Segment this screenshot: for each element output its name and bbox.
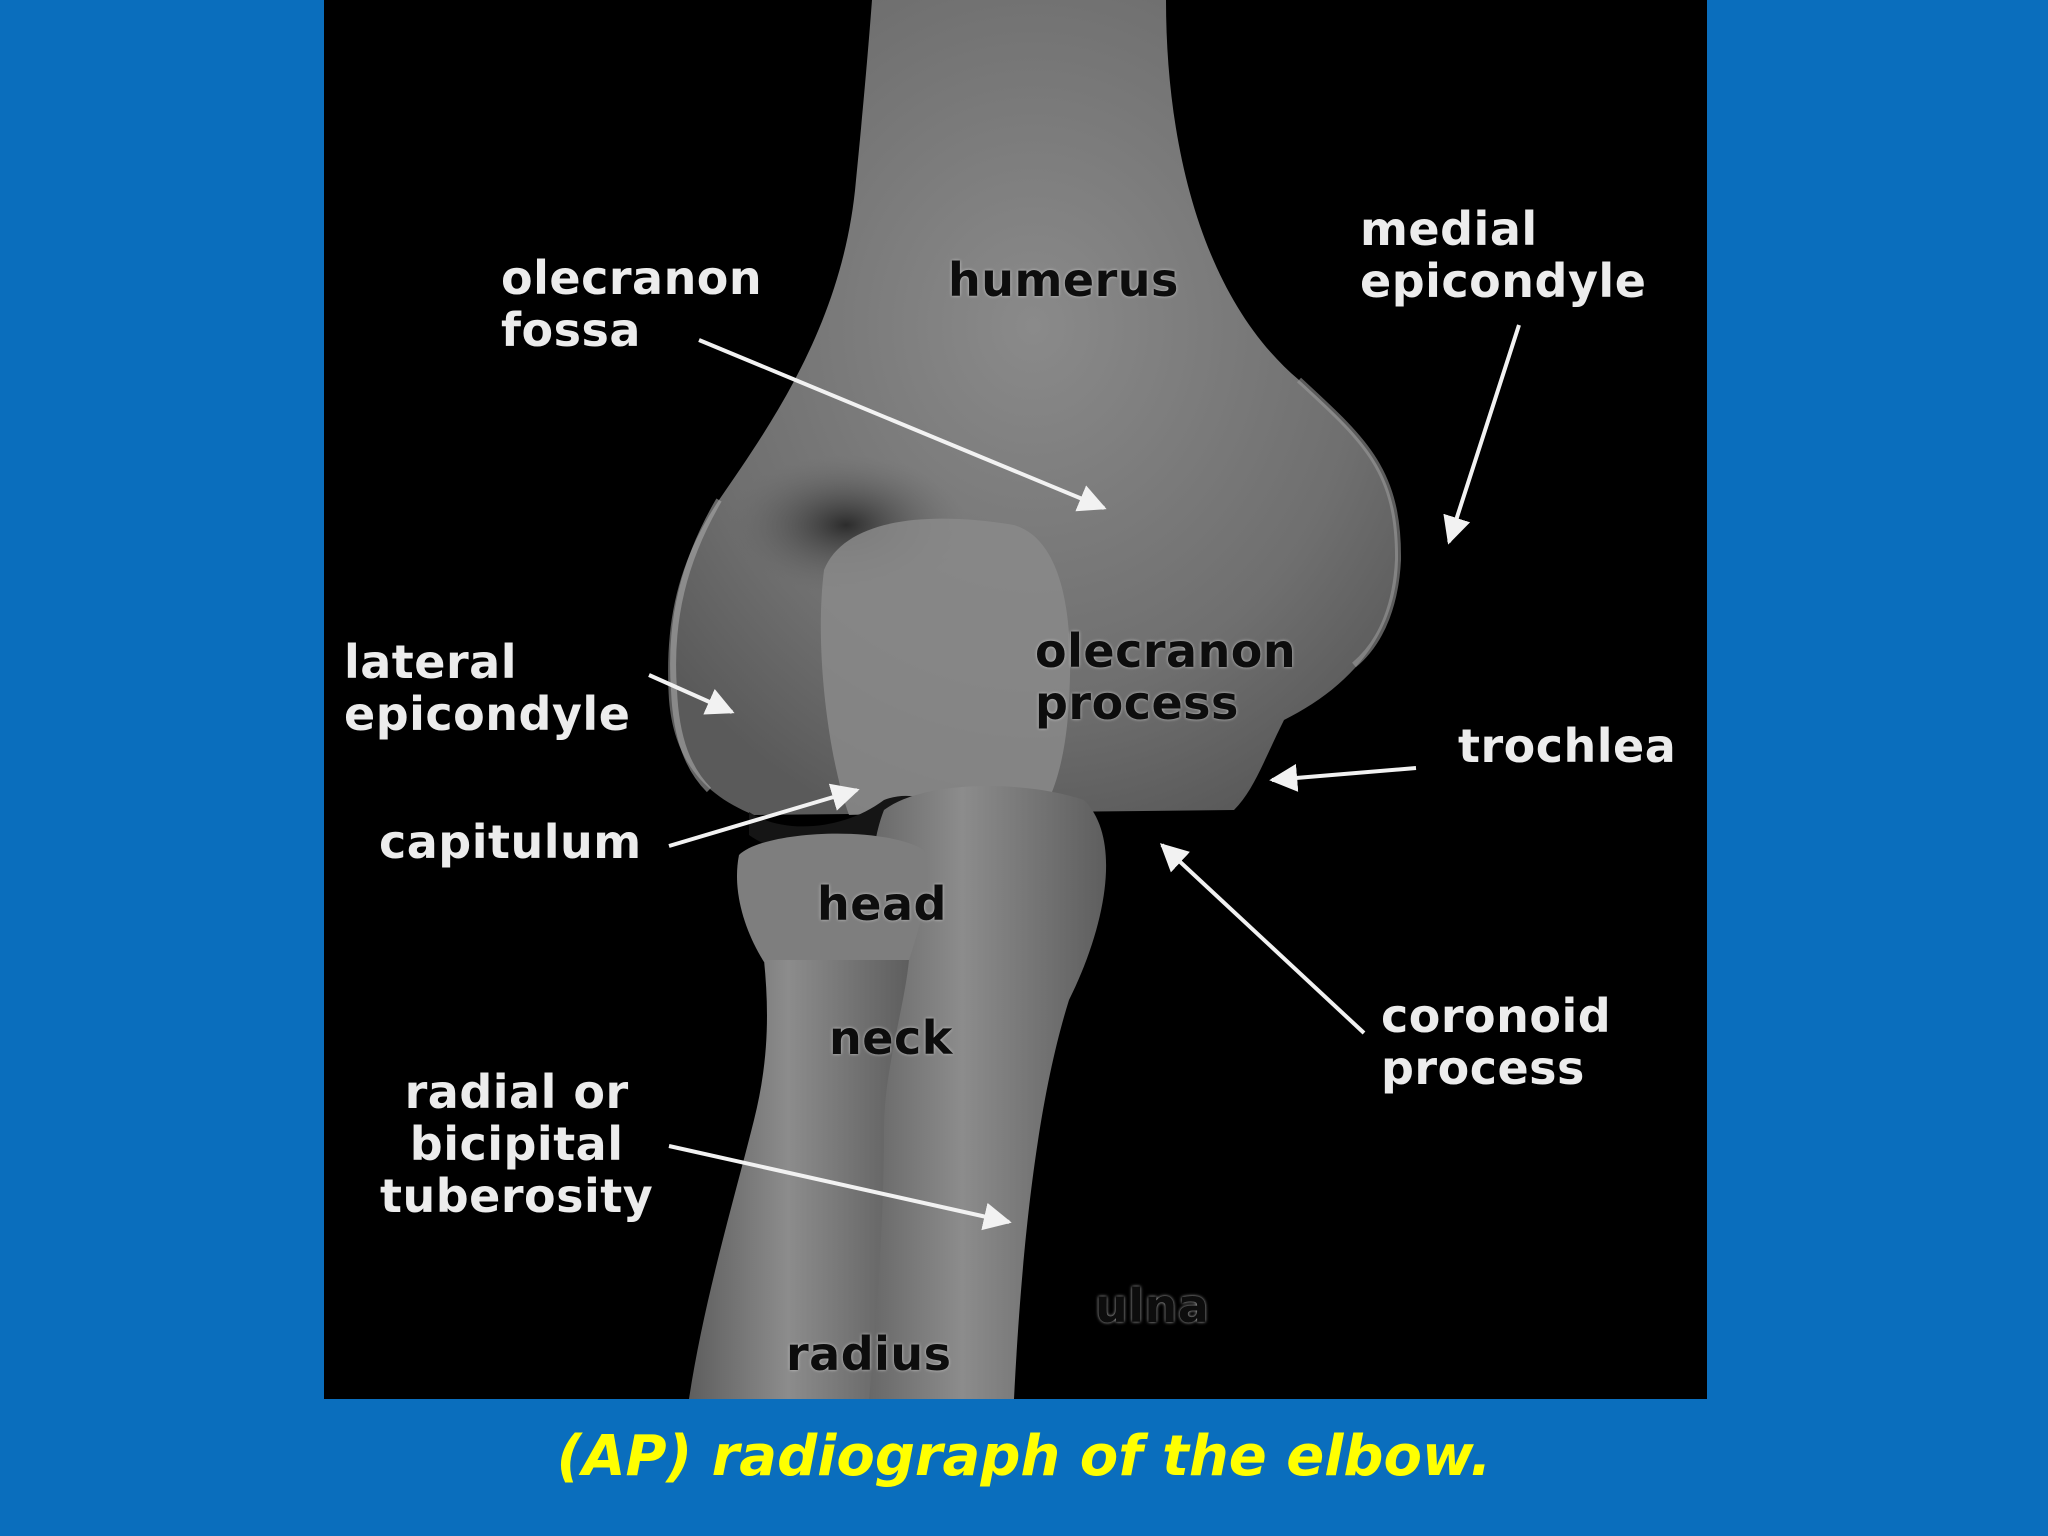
arrow-medial-epicondyle [1443, 324, 1521, 545]
label-olecranon-process: olecranon process [1035, 624, 1297, 730]
label-coronoid-process: coronoid process [1381, 989, 1612, 1095]
label-ulna: ulna [1095, 1279, 1210, 1333]
radius-head-bone [736, 833, 928, 965]
label-olecranon-fossa: olecranon fossa [501, 251, 763, 357]
arrow-radial-tuberosity [668, 1144, 1012, 1231]
elbow-radiograph: olecranon fossa humerus medial epicondyl… [324, 0, 1707, 1399]
slide-caption: (AP) radiograph of the elbow. [556, 1424, 1492, 1489]
medial-epicondyle-edge [1296, 377, 1402, 668]
radiograph-drawing [648, 0, 1521, 1399]
lateral-epicondyle-edge [670, 498, 722, 793]
arrow-capitulum [668, 783, 860, 848]
label-capitulum: capitulum [379, 815, 642, 869]
label-trochlea: trochlea [1458, 719, 1677, 773]
arrow-lateral-epicondyle [648, 673, 735, 715]
label-humerus: humerus [948, 253, 1179, 307]
olecranon-process-bone [820, 518, 1071, 815]
label-neck: neck [829, 1011, 953, 1065]
label-radius: radius [786, 1327, 952, 1381]
label-medial-epicondyle: medial epicondyle [1360, 202, 1647, 308]
label-head: head [817, 877, 947, 931]
label-lateral-epicondyle: lateral epicondyle [344, 635, 631, 741]
radius-shaft-bone [689, 960, 909, 1399]
arrow-coronoid-process [1159, 843, 1366, 1035]
arrow-trochlea [1269, 763, 1417, 792]
label-radial-tuberosity: radial or bicipital tuberosity [380, 1065, 654, 1223]
arrow-olecranon-fossa [698, 338, 1107, 512]
